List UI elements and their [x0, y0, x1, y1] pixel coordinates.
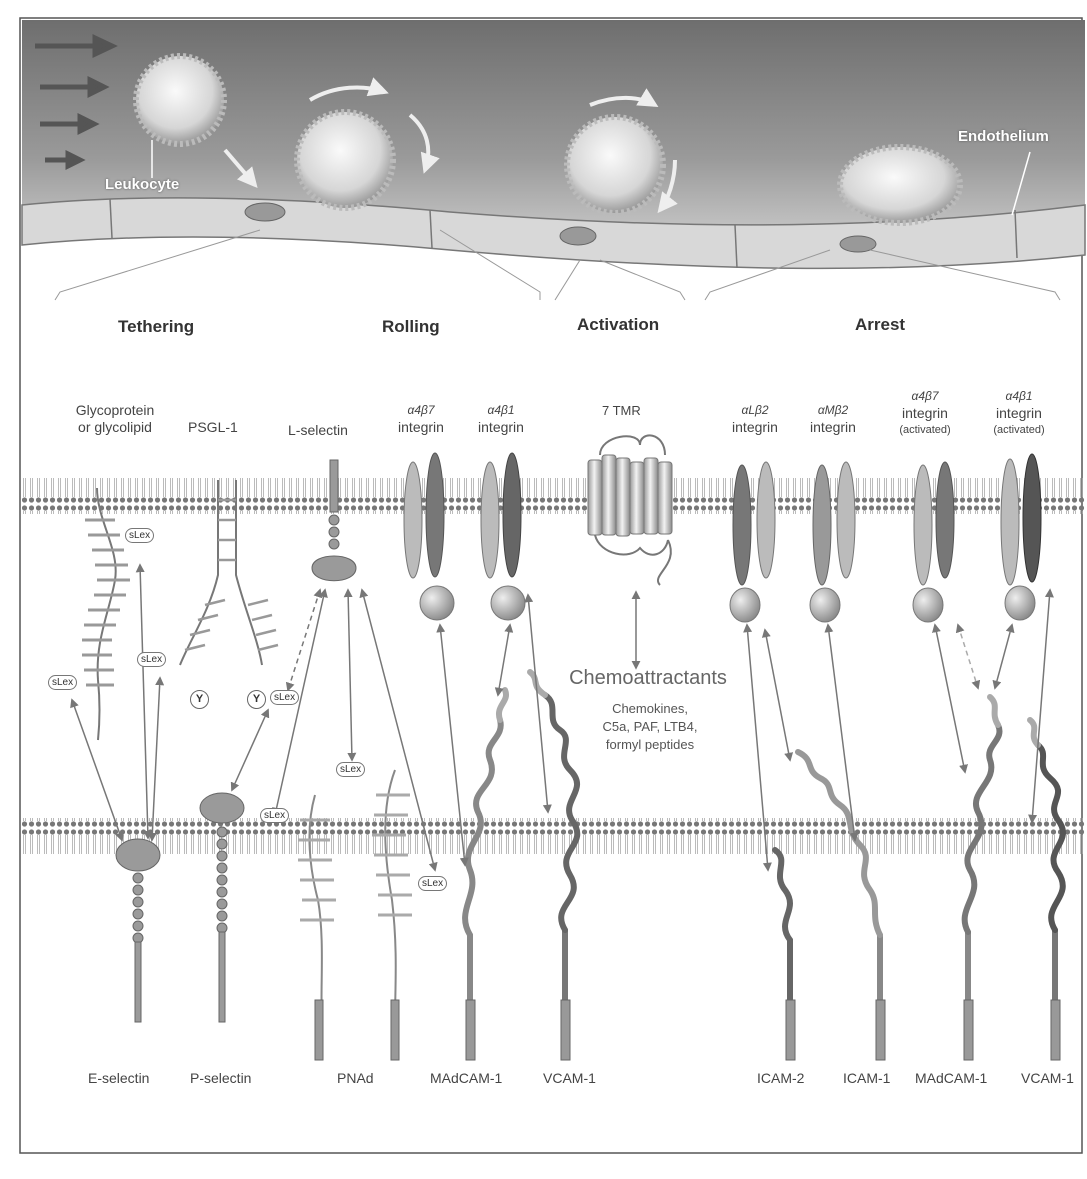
label-amb2-line1: αMβ2: [798, 402, 868, 419]
label-amb2-integrin: αMβ2 integrin: [798, 402, 868, 436]
label-glycoprotein-line1: Glycoprotein: [55, 402, 175, 419]
label-alb2-line2: integrin: [720, 419, 790, 436]
slex-tag: sLex: [336, 762, 365, 777]
label-madcam1-rolling: MAdCAM-1: [430, 1070, 502, 1087]
label-amb2-line2: integrin: [798, 419, 868, 436]
label-vcam1-rolling: VCAM-1: [543, 1070, 596, 1087]
endothelial-membrane: [22, 818, 1085, 854]
label-e-selectin: E-selectin: [88, 1070, 149, 1087]
label-a4b7act-line1: α4β7: [885, 388, 965, 405]
label-a4b1act-line3: (activated): [978, 422, 1060, 439]
leukocyte-label: Leukocyte: [105, 176, 179, 193]
chemo-line1: Chemokines,: [560, 700, 740, 718]
y-badge: Y: [247, 690, 266, 709]
glycoprotein-ladder: [82, 488, 130, 740]
label-madcam1-arrest: MAdCAM-1: [915, 1070, 987, 1087]
icam1: [798, 752, 880, 1020]
slex-tag: sLex: [418, 876, 447, 891]
label-icam2: ICAM-2: [757, 1070, 804, 1087]
label-7tmr: 7 TMR: [602, 402, 641, 419]
e-selectin: [116, 839, 160, 1022]
slex-tag: sLex: [270, 690, 299, 705]
label-a4b1act-line2: integrin: [978, 405, 1060, 422]
ligand-membrane-stalks: [315, 1000, 1060, 1060]
label-a4b7act-line2: integrin: [885, 405, 965, 422]
label-icam1: ICAM-1: [843, 1070, 890, 1087]
chemoattractants-title: Chemoattractants: [548, 670, 748, 687]
vcam1-arrest: [1030, 720, 1063, 1020]
chemo-line3: formyl peptides: [560, 736, 740, 754]
icam2: [775, 850, 790, 1020]
label-glycoprotein-line2: or glycolipid: [55, 419, 175, 436]
label-a4b1-line1: α4β1: [466, 402, 536, 419]
label-l-selectin: L-selectin: [288, 422, 348, 439]
stage-heading-arrest: Arrest: [855, 316, 905, 333]
label-glycoprotein: Glycoprotein or glycolipid: [55, 402, 175, 436]
slex-tag: sLex: [125, 528, 154, 543]
label-a4b1act-line1: α4β1: [978, 388, 1060, 405]
label-pnad: PNAd: [337, 1070, 374, 1087]
label-p-selectin: P-selectin: [190, 1070, 251, 1087]
seven-tmr-receptor: [588, 435, 672, 585]
pnad-ligands: [298, 770, 412, 1020]
label-a4b1-activated: α4β1 integrin (activated): [978, 388, 1060, 439]
stage-heading-activation: Activation: [577, 316, 659, 333]
slex-tag: sLex: [48, 675, 77, 690]
y-badge: Y: [190, 690, 209, 709]
chemoattractants-list: Chemokines, C5a, PAF, LTB4, formyl pepti…: [560, 700, 740, 754]
label-a4b7-activated: α4β7 integrin (activated): [885, 388, 965, 439]
madcam1-arrest: [965, 697, 1000, 1020]
slex-tag: sLex: [137, 652, 166, 667]
slex-tag: sLex: [260, 808, 289, 823]
label-a4b1-integrin: α4β1 integrin: [466, 402, 536, 436]
label-alb2-integrin: αLβ2 integrin: [720, 402, 790, 436]
label-a4b7-integrin: α4β7 integrin: [386, 402, 456, 436]
label-alb2-line1: αLβ2: [720, 402, 790, 419]
label-a4b7-line1: α4β7: [386, 402, 456, 419]
endothelium-label: Endothelium: [958, 128, 1049, 145]
stage-heading-tethering: Tethering: [118, 318, 194, 335]
label-a4b7-line2: integrin: [386, 419, 456, 436]
stage-heading-rolling: Rolling: [382, 318, 440, 335]
label-a4b7act-line3: (activated): [885, 422, 965, 439]
label-a4b1-line2: integrin: [466, 419, 536, 436]
madcam1-rolling: [465, 690, 506, 1020]
label-vcam1-arrest: VCAM-1: [1021, 1070, 1085, 1087]
label-psgl1: PSGL-1: [188, 419, 238, 436]
chemo-line2: C5a, PAF, LTB4,: [560, 718, 740, 736]
